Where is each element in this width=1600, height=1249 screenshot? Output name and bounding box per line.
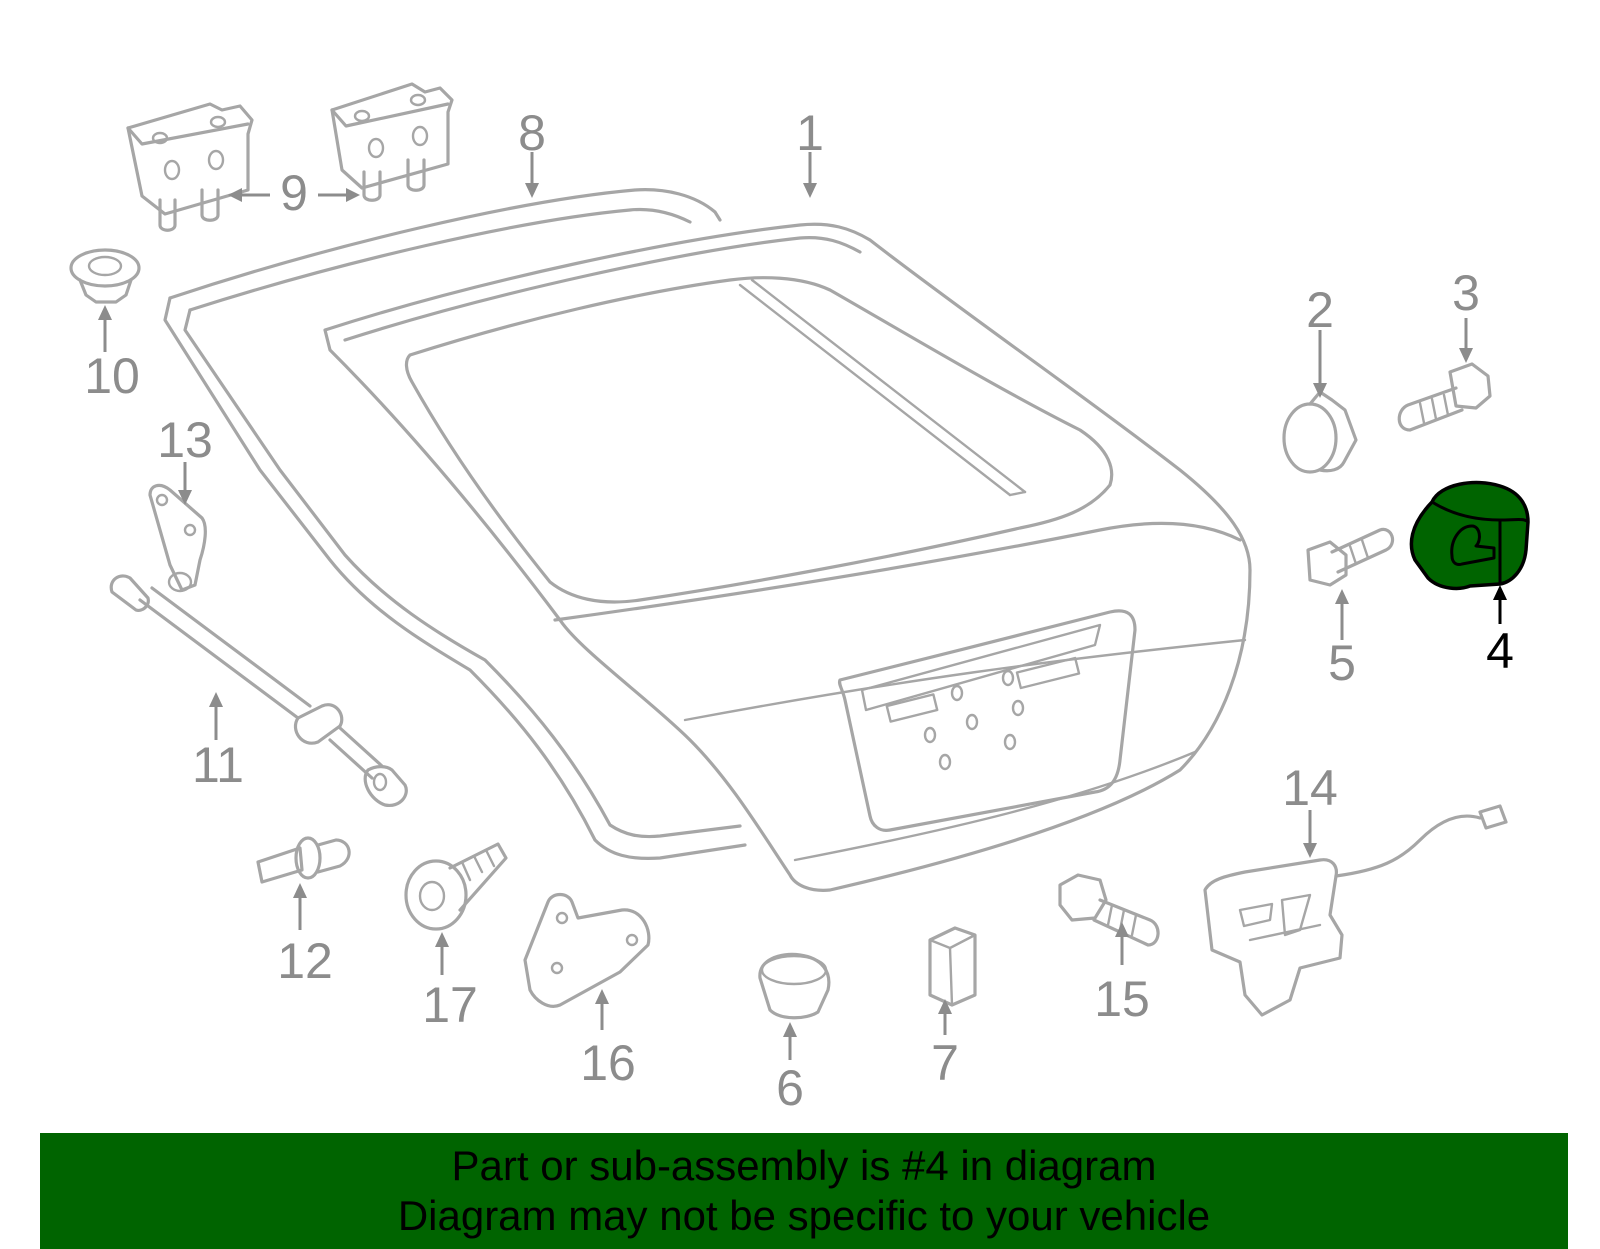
callout-8: 8 bbox=[518, 105, 546, 161]
part-3-bolt[interactable] bbox=[1397, 362, 1492, 432]
callout-2: 2 bbox=[1306, 282, 1334, 338]
callout-15: 15 bbox=[1094, 971, 1150, 1027]
info-banner: Part or sub-assembly is #4 in diagram Di… bbox=[40, 1133, 1568, 1249]
part-11-gas-strut[interactable] bbox=[109, 574, 408, 808]
part-6-cushion[interactable] bbox=[758, 952, 831, 1020]
callout-10: 10 bbox=[84, 348, 140, 404]
callout-14: 14 bbox=[1282, 760, 1338, 816]
part-13-bracket[interactable] bbox=[148, 483, 207, 593]
part-12-pin[interactable] bbox=[256, 836, 351, 884]
part-8-weatherstrip[interactable] bbox=[163, 188, 747, 861]
part-5-bolt[interactable] bbox=[1306, 527, 1395, 587]
callout-9: 9 bbox=[280, 165, 308, 221]
callout-5: 5 bbox=[1328, 635, 1356, 691]
part-17-clip[interactable] bbox=[404, 842, 508, 931]
callout-4: 4 bbox=[1486, 623, 1514, 679]
callout-1: 1 bbox=[796, 105, 824, 161]
part-10-grommet[interactable] bbox=[69, 248, 141, 304]
callout-labels: 1 2 3 4 5 6 7 8 9 10 11 12 13 14 15 16 1… bbox=[84, 105, 1514, 1116]
callout-7: 7 bbox=[931, 1035, 959, 1091]
callout-17: 17 bbox=[422, 977, 478, 1033]
part-16-striker-base[interactable] bbox=[523, 892, 651, 1008]
part-14-latch[interactable] bbox=[1203, 804, 1508, 1017]
callout-6: 6 bbox=[776, 1060, 804, 1116]
callout-12: 12 bbox=[277, 933, 333, 989]
banner-line-disclaimer: Diagram may not be specific to your vehi… bbox=[397, 1192, 1211, 1239]
callout-3: 3 bbox=[1452, 265, 1480, 321]
callout-11: 11 bbox=[192, 737, 244, 793]
callout-16: 16 bbox=[580, 1035, 636, 1091]
part-7-pad[interactable] bbox=[928, 926, 977, 1007]
part-1-back-door[interactable] bbox=[323, 222, 1252, 892]
banner-line-part: Part or sub-assembly is #4 in diagram bbox=[451, 1142, 1157, 1189]
part-2-cap[interactable] bbox=[1282, 390, 1358, 474]
callout-13: 13 bbox=[157, 412, 213, 468]
part-15-bolt[interactable] bbox=[1058, 873, 1160, 947]
callout-arrows bbox=[98, 152, 1507, 1060]
part-9-hinges[interactable] bbox=[126, 82, 454, 232]
part-4-highlighted-bumper[interactable] bbox=[1409, 480, 1530, 591]
